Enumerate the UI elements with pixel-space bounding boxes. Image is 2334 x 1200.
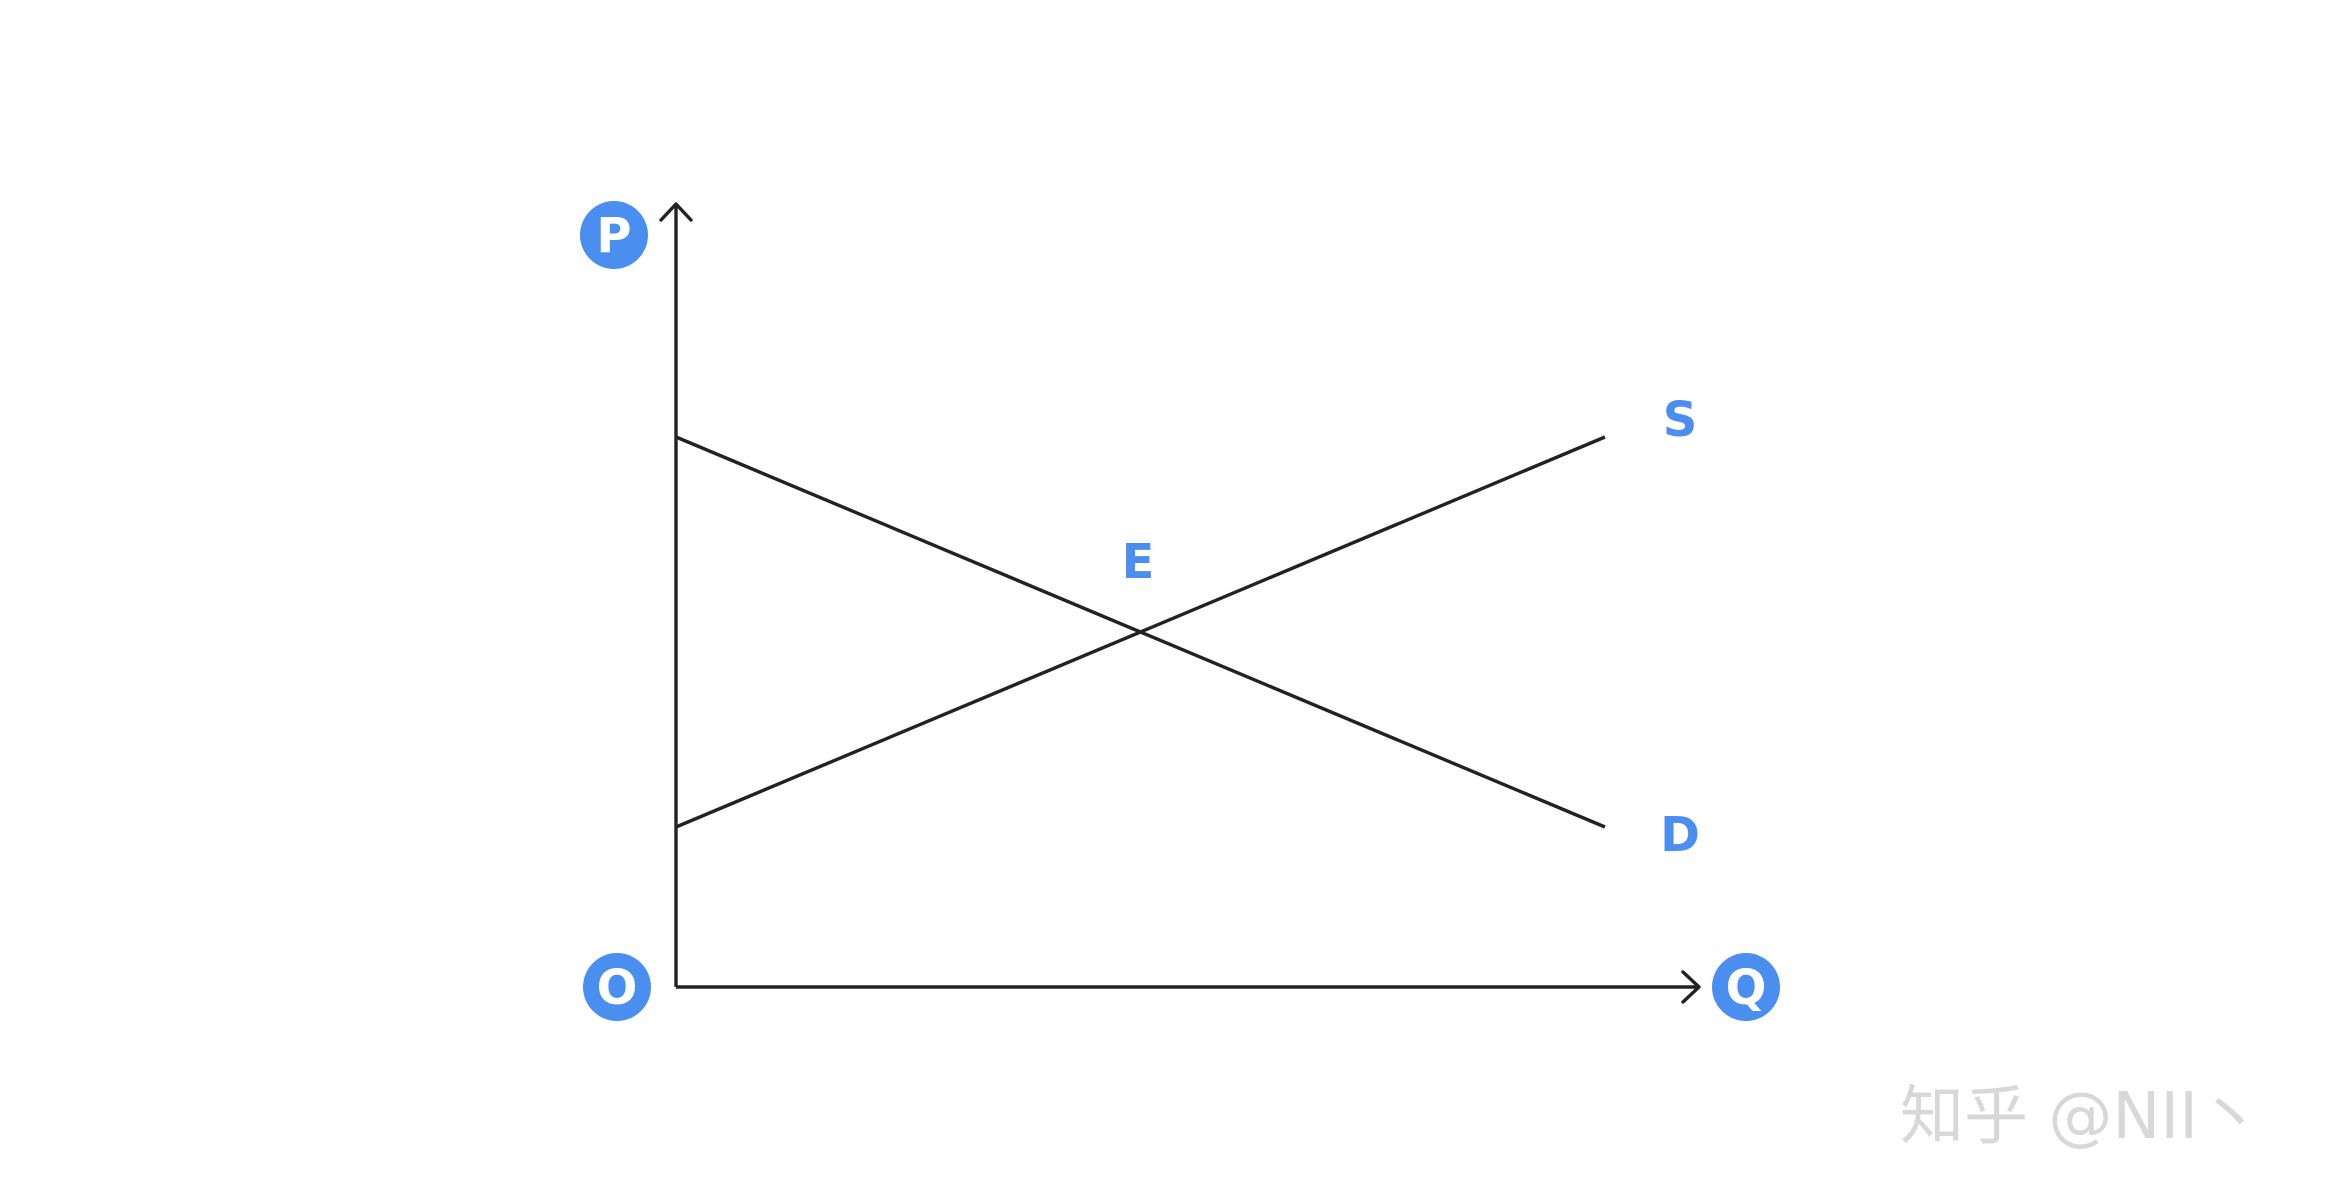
quantity-axis-label: Q bbox=[1712, 953, 1780, 1021]
origin-label-text: O bbox=[597, 960, 638, 1016]
equilibrium-label: E bbox=[1122, 534, 1155, 590]
price-axis-label: P bbox=[580, 201, 648, 269]
supply-curve bbox=[675, 435, 1606, 829]
demand-curve-label: D bbox=[1660, 807, 1700, 863]
quantity-axis-label-text: Q bbox=[1726, 960, 1767, 1016]
origin-label: O bbox=[583, 953, 651, 1021]
supply-curve-label: S bbox=[1663, 392, 1698, 448]
quantity-axis-arrow-icon bbox=[1681, 970, 1701, 1004]
price-axis-arrow-icon bbox=[659, 202, 693, 222]
price-axis-label-text: P bbox=[596, 208, 631, 264]
watermark: 知乎 @NII丶 bbox=[1900, 1080, 2262, 1154]
